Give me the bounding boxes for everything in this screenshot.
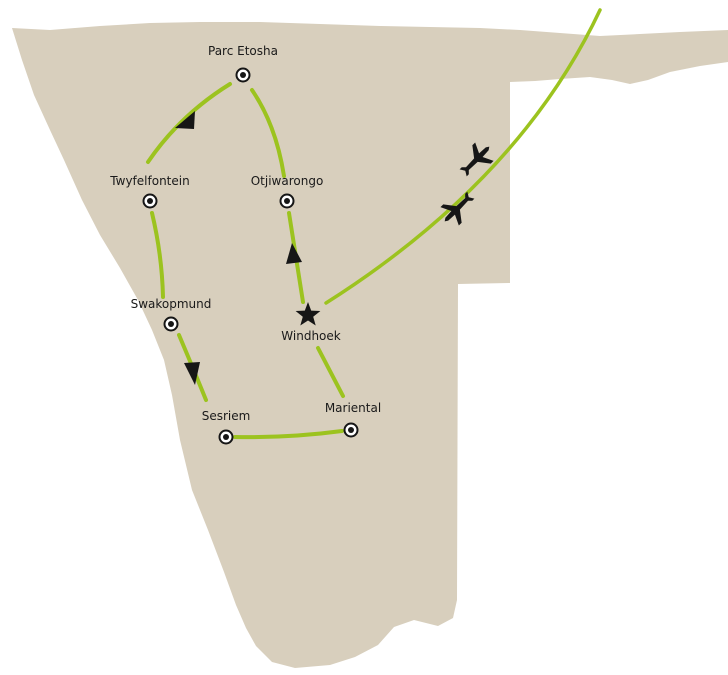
start-label: Windhoek bbox=[281, 329, 340, 343]
direction-arrow-icon bbox=[286, 243, 302, 264]
route-mariental-windhoek bbox=[316, 346, 345, 398]
direction-arrow-icon bbox=[175, 111, 195, 129]
stop-label: Swakopmund bbox=[131, 297, 212, 311]
route-twyfelfontein-swakopmund bbox=[150, 211, 165, 299]
plane-icon bbox=[459, 142, 494, 177]
stop-sesriem: Sesriem bbox=[202, 409, 251, 445]
stop-twyfelfontein: Twyfelfontein bbox=[109, 174, 190, 209]
route-parc-etosha-twyfelfontein bbox=[146, 82, 232, 164]
stop-label: Mariental bbox=[325, 401, 381, 415]
stop-otjiwarongo: Otjiwarongo bbox=[251, 174, 324, 209]
direction-arrow-icon bbox=[184, 362, 200, 385]
flight-path bbox=[324, 8, 602, 305]
stop-swakopmund: Swakopmund bbox=[131, 297, 212, 332]
stop-mariental: Mariental bbox=[325, 401, 381, 438]
stop-label: Sesriem bbox=[202, 409, 251, 423]
route-sesriem-mariental bbox=[233, 429, 344, 440]
stop-label: Parc Etosha bbox=[208, 44, 278, 58]
namibia-land bbox=[12, 22, 728, 668]
stop-label: Otjiwarongo bbox=[251, 174, 324, 188]
windhoek-marker: Windhoek bbox=[281, 302, 341, 343]
stop-label: Twyfelfontein bbox=[109, 174, 189, 188]
route-otjiwarongo-parc-etosha bbox=[250, 88, 286, 178]
star-icon bbox=[295, 302, 321, 326]
stop-parc-etosha: Parc Etosha bbox=[208, 44, 278, 83]
plane-icon bbox=[440, 191, 475, 226]
